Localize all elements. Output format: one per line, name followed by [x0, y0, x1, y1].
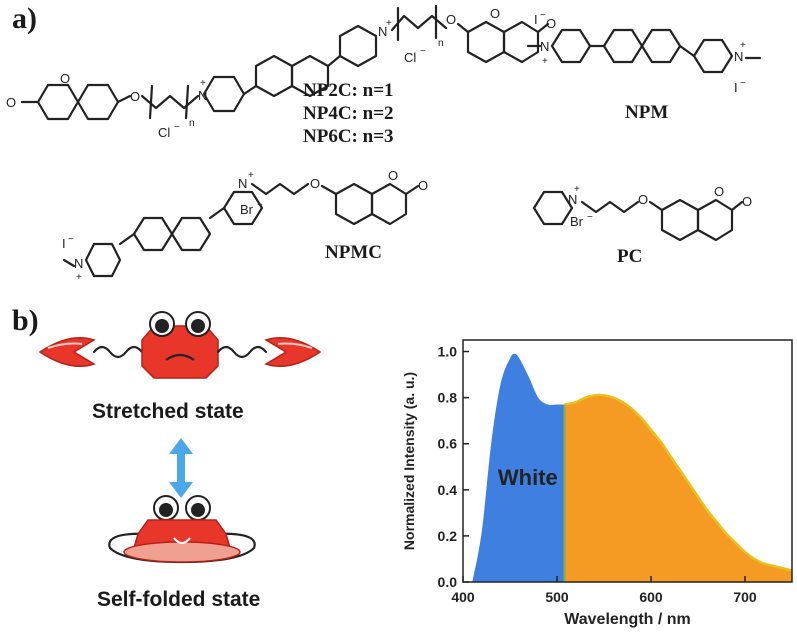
label-npmc: NPMC [325, 242, 382, 263]
nitrogen-atom: N [238, 176, 247, 191]
crab-arm-left [92, 345, 144, 359]
chloride-ion: Cl [158, 125, 170, 140]
oxygen-atom: O [310, 176, 320, 191]
y-tick-label: 0.4 [438, 482, 458, 498]
charge-minus: − [174, 122, 180, 133]
np-series-structure: O O O n Cl − N + N [6, 4, 550, 140]
double-arrow [169, 438, 193, 498]
crab-eye-right [185, 311, 211, 337]
nitrogen-atom: N [734, 49, 743, 64]
pyridinium-left: N + [198, 75, 258, 113]
charge-plus: + [200, 78, 206, 89]
pc-structure: N + Br − O O O [532, 184, 752, 242]
charge-plus: + [248, 170, 254, 181]
label-npm: NPM [625, 102, 669, 123]
charge-minus: − [420, 46, 426, 57]
charge-plus: + [740, 40, 746, 51]
charge-plus: + [386, 18, 392, 29]
x-tick-label: 700 [733, 589, 757, 605]
subscript-n: n [438, 38, 444, 49]
y-tick-label: 0.6 [438, 436, 458, 452]
nitrogen-atom: N [378, 24, 387, 39]
charge-minus: − [257, 200, 263, 211]
crab-body [141, 325, 219, 379]
oxygen-atom: O [60, 71, 70, 86]
y-tick-label: 1.0 [438, 344, 458, 360]
folded-crab-illustration [108, 495, 256, 564]
label-np2c: NP2C: n=1 [303, 80, 394, 101]
charge-minus: − [68, 234, 74, 245]
chloride-ion: Cl [404, 50, 416, 65]
coumarin-left: O O O [6, 71, 140, 121]
oxygen-atom: O [418, 178, 428, 193]
nitrogen-atom: N [540, 39, 549, 54]
oxygen-atom: O [490, 6, 500, 21]
x-tick-label: 500 [545, 589, 569, 605]
label-pc: PC [617, 246, 643, 267]
chain-right: n Cl − O [390, 4, 456, 65]
emission-spectrum-chart: 400 500 600 700 0.0 0.2 0.4 0.6 0.8 1.0 White Wav… [401, 339, 793, 628]
crab-eye-left [153, 495, 179, 521]
nitrogen-atom: N [568, 192, 577, 207]
npm-structure: I − N + N + I − [526, 10, 762, 95]
x-tick-label: 600 [639, 589, 663, 605]
naphthalene-core [254, 54, 342, 98]
oxygen-atom: O [714, 184, 724, 199]
panel-label-b: b) [12, 304, 39, 337]
iodide-ion: I [534, 12, 538, 27]
crab-folded-claws [123, 541, 241, 563]
chain-left: n Cl − [140, 84, 200, 140]
crab-claw-left [38, 337, 96, 367]
charge-plus: + [574, 184, 580, 195]
plot-frame [462, 339, 793, 583]
oxygen-atom: O [130, 89, 140, 104]
bromide-ion: Br [570, 214, 584, 229]
nitrogen-atom: N [198, 88, 207, 103]
y-tick-label: 0.2 [438, 528, 458, 544]
charge-plus: + [542, 56, 548, 67]
crab-arm-right [216, 345, 268, 359]
oxygen-atom: O [446, 12, 456, 27]
oxygen-atom: O [638, 192, 648, 207]
crab-claw-right [264, 337, 322, 367]
panel-label-a: a) [12, 2, 37, 35]
oxygen-atom: O [6, 95, 16, 110]
coumarin-right: O [456, 6, 550, 64]
oxygen-atom: O [742, 194, 752, 209]
white-annotation: White [498, 465, 558, 490]
npmc-structure: I − N + N + Br − O O O [62, 168, 428, 283]
label-np6c: NP6C: n=3 [303, 126, 394, 147]
x-tick-label: 400 [451, 589, 475, 605]
oxygen-atom: O [388, 168, 398, 183]
nitrogen-atom: N [74, 256, 83, 271]
label-stretched-state: Stretched state [92, 400, 244, 423]
orange-emission-area [564, 395, 792, 582]
crab-eye-left [149, 311, 175, 337]
orange-outline [564, 393, 793, 572]
subscript-n: n [189, 118, 195, 129]
label-self-folded-state: Self-folded state [97, 588, 261, 611]
y-axis-label: Normalized Intensity (a. u.) [401, 372, 417, 550]
oxygen-atom: O [546, 16, 556, 31]
np-series-carbonyl: O [546, 16, 556, 31]
label-np4c: NP4C: n=2 [303, 103, 394, 124]
iodide-ion: I [62, 236, 66, 251]
charge-minus: − [587, 212, 593, 223]
stretched-crab-illustration [38, 311, 322, 379]
x-axis-label: Wavelength / nm [564, 611, 691, 628]
charge-plus: + [76, 272, 82, 283]
iodide-ion: I [734, 80, 738, 95]
charge-minus: − [540, 10, 546, 21]
charge-minus: − [740, 78, 746, 89]
y-tick-label: 0.8 [438, 390, 458, 406]
crab-eye-right [185, 495, 211, 521]
bromide-ion: Br [240, 202, 254, 217]
blue-emission-area [472, 353, 565, 582]
y-tick-label: 0.0 [438, 574, 458, 590]
pyridinium-right: N + [338, 18, 392, 68]
